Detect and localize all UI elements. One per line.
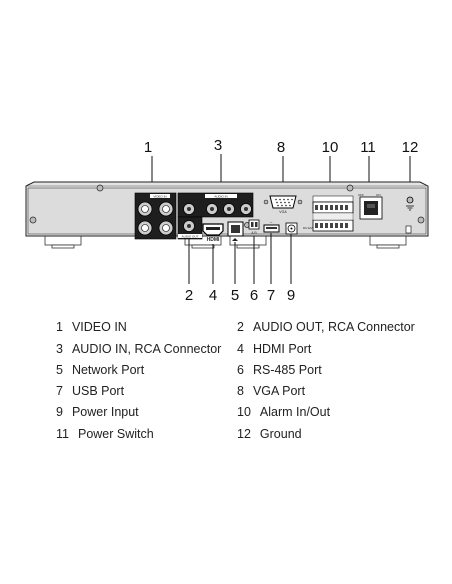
rca-audio-connectors-left [183, 203, 195, 232]
audio-block: AUDIO IN AUDIO OUT [177, 192, 254, 240]
legend-text: VIDEO IN [71, 320, 127, 334]
hdmi-label: HDMI [207, 237, 220, 243]
callout-2: 2 [185, 287, 193, 304]
legend-item: 7 USB Port [56, 384, 124, 398]
side-marker [405, 225, 412, 234]
hdmi-port: HDMI [202, 223, 224, 243]
legend-item: 2 AUDIO OUT, RCA Connector [237, 320, 415, 334]
callout-1: 1 [144, 139, 152, 156]
legend-num: 6 [237, 363, 244, 377]
vga-port: VGA [263, 195, 303, 214]
callout-12: 12 [402, 139, 419, 156]
legend-text: AUDIO IN, RCA Connector [71, 342, 222, 356]
usb-icon: ↔ [269, 219, 273, 224]
vga-label: VGA [279, 210, 287, 214]
power-label: DC12V [303, 226, 313, 230]
audio-in-label: AUDIO IN [214, 194, 227, 198]
legend-num: 5 [56, 363, 63, 377]
legend-text: HDMI Port [252, 342, 312, 356]
power-input: DC12V [285, 222, 313, 235]
legend-text: Power Switch [77, 427, 154, 441]
ground-icon [406, 205, 414, 211]
callout-8: 8 [277, 139, 285, 156]
legend-text: Ground [259, 427, 302, 441]
legend-text: RS-485 Port [252, 363, 322, 377]
legend-num: 8 [237, 384, 244, 398]
legend-text: Alarm In/Out [259, 405, 331, 419]
callout-10: 10 [322, 139, 339, 156]
legend-item: 11 Power Switch [56, 427, 154, 441]
ground-terminal [406, 196, 414, 211]
callout-11: 11 [360, 139, 376, 156]
legend-text: Power Input [71, 405, 139, 419]
rear-panel-diagram: 1 3 8 10 11 12 VIDE [25, 137, 429, 304]
legend-text: AUDIO OUT, RCA Connector [252, 320, 415, 334]
callout-6: 6 [250, 287, 258, 304]
video-in-label: VIDEO IN [153, 194, 166, 198]
alarm-terminal-block [312, 195, 354, 232]
legend-num: 2 [237, 320, 244, 334]
callout-4: 4 [209, 287, 217, 304]
callout-5: 5 [231, 287, 239, 304]
usb-port: ↔ [263, 219, 280, 233]
network-port [227, 221, 244, 241]
legend-num: 11 [56, 427, 69, 441]
power-switch: OFF ON [358, 193, 383, 220]
legend-item: 1 VIDEO IN [56, 320, 127, 334]
legend-num: 10 [237, 405, 251, 419]
legend-item: 3 AUDIO IN, RCA Connector [56, 342, 221, 356]
legend-num: 9 [56, 405, 63, 419]
legend-num: 3 [56, 342, 63, 356]
rs485-label: A B [251, 231, 257, 235]
callout-7: 7 [267, 287, 275, 304]
legend-num: 7 [56, 384, 63, 398]
device-feet [44, 234, 407, 249]
bnc-connectors [137, 201, 174, 236]
rca-audio-in-connectors [206, 203, 252, 215]
switch-off-label: OFF [358, 193, 364, 197]
audio-out-label: AUDIO OUT [182, 234, 199, 238]
legend-text: USB Port [71, 384, 125, 398]
switch-on-label: ON [376, 193, 381, 197]
chassis-screws [29, 184, 425, 228]
legend-num: 1 [56, 320, 63, 334]
legend-item: 4 HDMI Port [237, 342, 311, 356]
legend-num: 4 [237, 342, 244, 356]
legend-text: VGA Port [252, 384, 306, 398]
legend-num: 12 [237, 427, 251, 441]
bottom-leader-lines [188, 233, 292, 284]
callout-9: 9 [287, 287, 295, 304]
legend-item: 12 Ground [237, 427, 302, 441]
legend-item: 9 Power Input [56, 405, 139, 419]
legend-item: 10 Alarm In/Out [237, 405, 330, 419]
rs485-port: A B [248, 219, 260, 235]
network-icon [232, 238, 238, 241]
legend-item: 6 RS-485 Port [237, 363, 322, 377]
legend-item: 5 Network Port [56, 363, 144, 377]
legend-item: 8 VGA Port [237, 384, 305, 398]
legend-text: Network Port [71, 363, 145, 377]
video-in-block: VIDEO IN [134, 192, 177, 240]
callout-3: 3 [214, 137, 222, 154]
